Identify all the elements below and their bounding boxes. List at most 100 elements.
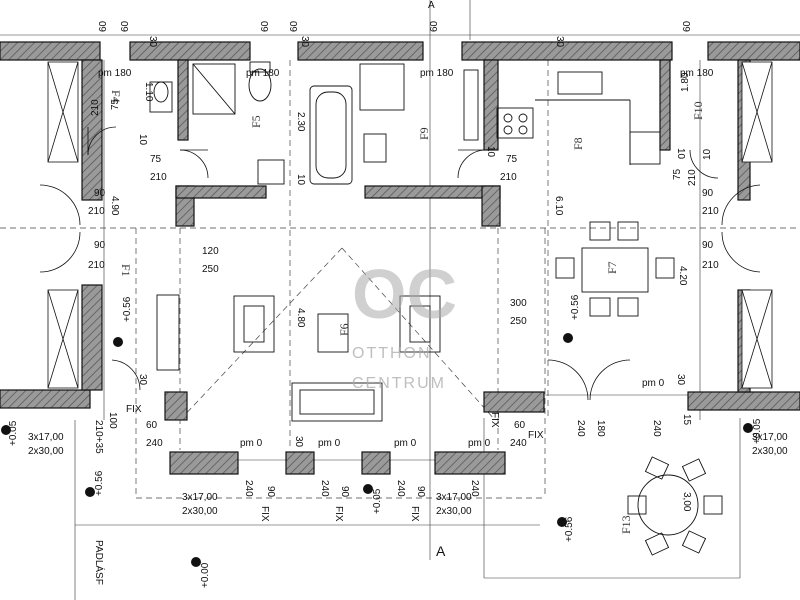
side-windows bbox=[47, 61, 773, 389]
dim-label: 15 bbox=[681, 414, 692, 426]
dim-label: FIX bbox=[528, 430, 544, 441]
stove bbox=[496, 107, 534, 139]
dim-label: 60 bbox=[682, 20, 693, 32]
dim-label: 210 bbox=[150, 172, 167, 183]
level-label: +0.56 bbox=[122, 296, 133, 322]
dim-label: pm 180 bbox=[420, 68, 454, 79]
dim-label: 60 bbox=[289, 20, 300, 32]
padlas-label: PADLÁSF bbox=[93, 540, 106, 585]
dim-label: 60 bbox=[146, 420, 158, 431]
dim-label: 240 bbox=[395, 480, 406, 497]
toilet-main bbox=[248, 68, 272, 102]
watermark: OC OTTHON CENTRUM bbox=[352, 255, 457, 392]
dim-label: pm 0 bbox=[642, 378, 665, 389]
dim-label: 10 bbox=[295, 174, 306, 186]
dim-label: 90 bbox=[702, 188, 714, 199]
dim-label: 210 bbox=[702, 260, 719, 271]
dim-label: 210 bbox=[687, 169, 698, 186]
kitchen-sink bbox=[557, 71, 603, 95]
room-label-f5: F5 bbox=[249, 115, 263, 128]
level-label: +0.56 bbox=[570, 294, 581, 320]
watermark-line2: CENTRUM bbox=[352, 375, 446, 392]
shower-left bbox=[192, 63, 236, 115]
dim-label: 10 bbox=[675, 148, 686, 160]
dim-label: 30 bbox=[554, 36, 565, 48]
dim-label: 210 bbox=[702, 206, 719, 217]
dim-label: 120 bbox=[202, 246, 219, 257]
dim-label: 90 bbox=[94, 188, 106, 199]
dim-label: 10 bbox=[137, 134, 148, 146]
window-label: 2x30,00 bbox=[182, 506, 218, 517]
room-label-f1: F1 bbox=[119, 264, 133, 277]
window-label: 2x30,00 bbox=[28, 446, 64, 457]
dim-label: 4.90 bbox=[109, 196, 120, 216]
level-markers bbox=[1, 333, 753, 567]
level-label: +0.05 bbox=[8, 420, 19, 446]
shower-right bbox=[359, 63, 405, 111]
room-label-f4: F4 bbox=[109, 90, 123, 103]
window-label: 3x17,00 bbox=[752, 432, 788, 443]
dim-label: FIX bbox=[409, 506, 420, 522]
sofa bbox=[291, 382, 383, 422]
level-label: +0.56 bbox=[564, 516, 575, 542]
dim-label: 100 bbox=[107, 412, 118, 429]
dining-table bbox=[581, 247, 649, 293]
dimension-annotations: 60 60 30 60 60 30 60 30 60 pm 180 pm 180… bbox=[8, 0, 788, 588]
dim-label: 60 bbox=[429, 20, 440, 32]
room-label-f9: F9 bbox=[417, 127, 431, 140]
bathtub bbox=[309, 85, 353, 185]
level-label: +0.05 bbox=[752, 418, 763, 444]
dim-label: 4.80 bbox=[295, 308, 306, 328]
dim-label: FIX bbox=[259, 506, 270, 522]
room-label-f13: F13 bbox=[619, 515, 633, 534]
window-label: 3x17,00 bbox=[28, 432, 64, 443]
dim-label: 210 bbox=[500, 172, 517, 183]
dim-label: 90 bbox=[265, 486, 276, 498]
dim-label: 210 bbox=[90, 99, 101, 116]
dim-label: 75 bbox=[110, 98, 121, 110]
dim-label: 75 bbox=[672, 168, 683, 180]
door-swings bbox=[39, 126, 761, 401]
dim-label: 75 bbox=[150, 154, 162, 165]
dim-label: 1.80 bbox=[680, 72, 691, 92]
dim-label: 60 bbox=[514, 420, 526, 431]
section-marker: A bbox=[428, 0, 435, 11]
dim-label: 30 bbox=[137, 374, 148, 386]
dim-label: 30 bbox=[675, 374, 686, 386]
washbasin bbox=[363, 133, 387, 163]
dim-label: 30 bbox=[293, 436, 304, 448]
dim-label: 180 bbox=[595, 420, 606, 437]
dim-label: 240 bbox=[651, 420, 662, 437]
dim-label: 30 bbox=[147, 36, 158, 48]
watermark-logo: OC bbox=[352, 255, 457, 333]
window-label: 2x30,00 bbox=[436, 506, 472, 517]
dim-label: 10 bbox=[702, 148, 713, 160]
dim-label: 10 bbox=[485, 146, 496, 158]
dim-label: 240 bbox=[243, 480, 254, 497]
dim-label: 240 bbox=[510, 438, 527, 449]
dim-label: 90 bbox=[94, 240, 106, 251]
dim-label: 240 bbox=[146, 438, 163, 449]
dim-label: 90 bbox=[415, 486, 426, 498]
dim-label: 2.30 bbox=[295, 112, 306, 132]
dim-label: FIX bbox=[489, 412, 500, 428]
level-label: +0.05 bbox=[372, 488, 383, 514]
dim-label: 250 bbox=[202, 264, 219, 275]
dim-label: 1.10 bbox=[143, 82, 154, 102]
furniture bbox=[149, 61, 723, 556]
dim-label: pm 180 bbox=[246, 68, 280, 79]
dim-label: pm 180 bbox=[680, 68, 714, 79]
dim-label: pm 0 bbox=[240, 438, 263, 449]
terrace-table bbox=[637, 474, 699, 536]
level-label: +0.56 bbox=[94, 470, 105, 496]
dim-label: 6.10 bbox=[553, 196, 564, 216]
dim-label: 90 bbox=[339, 486, 350, 498]
section-marker: A bbox=[436, 543, 446, 559]
dim-label: pm 180 bbox=[98, 68, 132, 79]
dim-label: 60 bbox=[120, 20, 131, 32]
dim-label: 75 bbox=[506, 154, 518, 165]
watermark-line1: OTTHON bbox=[352, 345, 432, 362]
window-label: 3x17,00 bbox=[436, 492, 472, 503]
dim-label: 90 bbox=[702, 240, 714, 251]
